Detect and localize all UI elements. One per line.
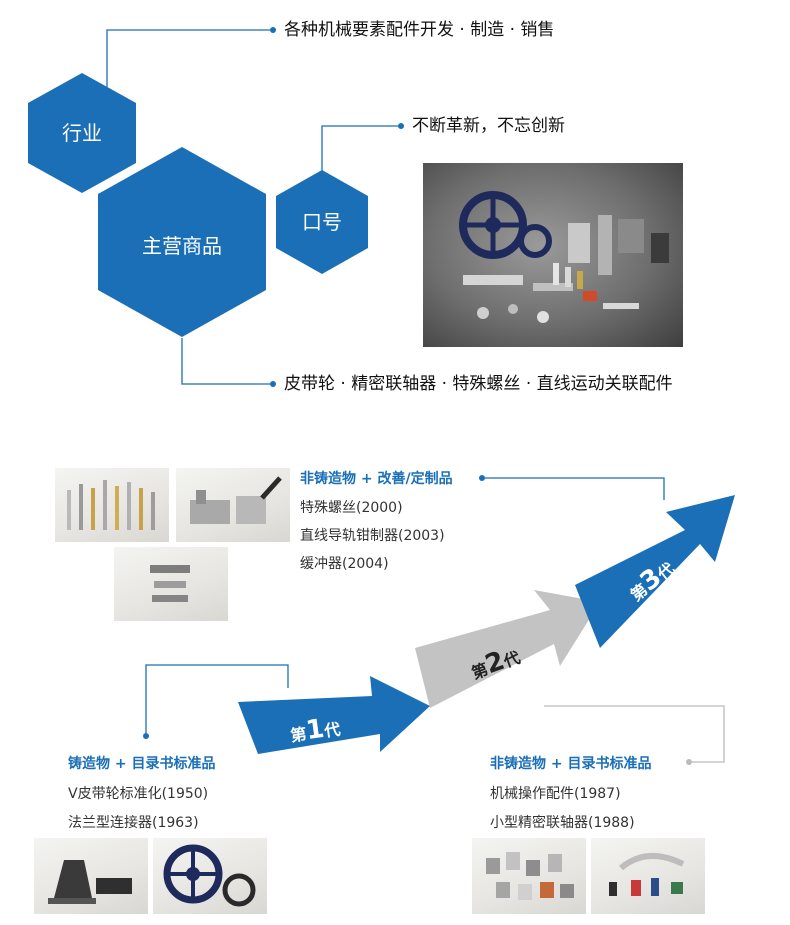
gen2-item: 机械操作配件(1987) — [490, 786, 621, 802]
gen3-photo-dampers — [114, 547, 228, 621]
gen1-photo-connectors — [34, 838, 148, 914]
gen1-heading: 铸造物 + 目录书标准品 — [68, 756, 216, 772]
gen2-photo-couplings — [472, 838, 586, 914]
hexagon-slogan-label: 口号 — [302, 210, 342, 234]
gen2-item: 小型精密联轴器(1988) — [490, 815, 635, 831]
gen3-item: 特殊螺丝(2000) — [300, 500, 403, 516]
gen3-photo-clamps — [176, 468, 290, 542]
gen1-item: 法兰型连接器(1963) — [68, 815, 199, 831]
tagline-products: 皮带轮 · 精密联轴器 · 特殊螺丝 · 直线运动关联配件 — [284, 374, 673, 394]
hexagon-slogan — [276, 170, 368, 274]
gen3-photo-screws — [55, 468, 169, 542]
growth-arrows — [238, 495, 735, 754]
hexagon-industry — [28, 73, 136, 193]
gen2-heading: 非铸造物 + 目录书标准品 — [490, 756, 652, 772]
gen1-photo-pulleys — [153, 838, 267, 914]
products-photo — [423, 163, 683, 347]
tagline-slogan: 不断革新，不忘创新 — [412, 116, 565, 136]
gen3-item: 缓冲器(2004) — [300, 556, 389, 572]
gen1-item: V皮带轮标准化(1950) — [68, 786, 209, 802]
hexagon-main-products — [98, 147, 266, 337]
hexagon-industry-label: 行业 — [62, 121, 102, 145]
hexagon-main-products-label: 主营商品 — [142, 234, 222, 258]
gen2-photo-handles — [591, 838, 705, 914]
tagline-industry: 各种机械要素配件开发 · 制造 · 销售 — [284, 20, 555, 40]
gen3-item: 直线导轨钳制器(2003) — [300, 528, 445, 544]
gen3-heading: 非铸造物 + 改善/定制品 — [300, 471, 453, 487]
